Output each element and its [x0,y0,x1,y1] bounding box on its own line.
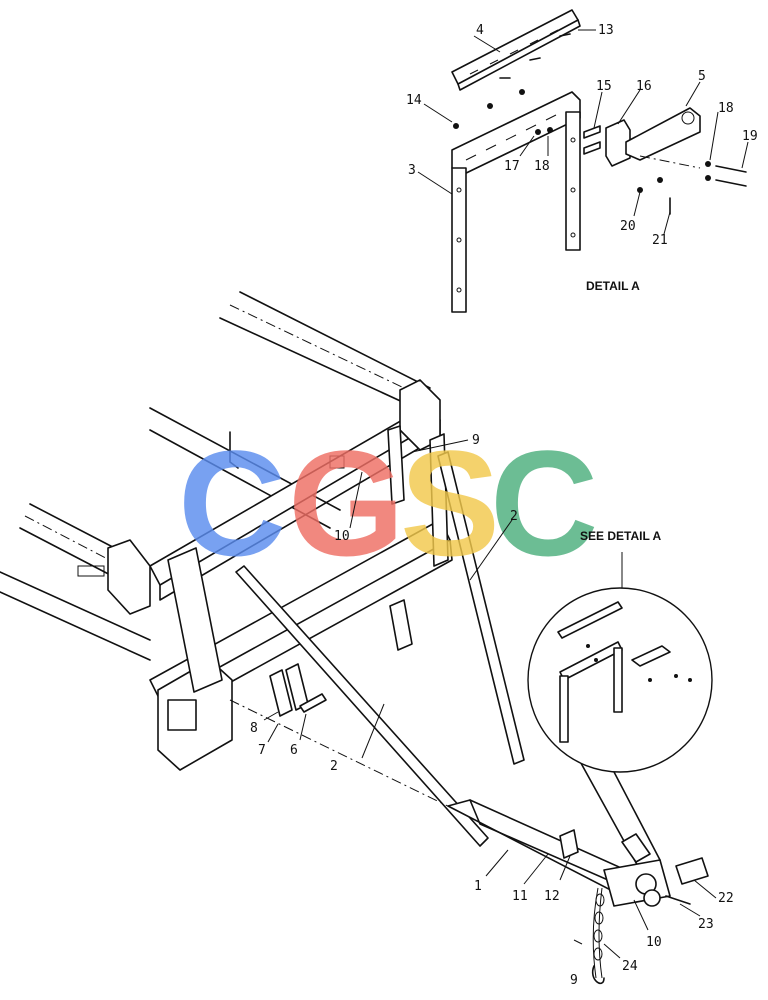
main-frame [0,291,453,771]
callout-15: 15 [596,79,612,94]
callout-24: 24 [622,959,638,974]
callout-2-left: 2 [330,759,338,774]
callout-12: 12 [544,889,560,904]
callout-3: 3 [408,163,416,178]
part-2-struts [235,451,525,847]
watermark-letter-c2: C [490,419,598,587]
callout-8: 8 [250,721,258,736]
hitch-pin-parts [665,857,709,905]
callout-13: 13 [598,23,614,38]
callout-17: 17 [504,159,520,174]
callout-20: 20 [620,219,636,234]
callout-numbers: 4 13 14 3 15 16 5 18 19 17 18 20 21 9 10… [250,23,758,988]
caption-detail-a: DETAIL A [586,279,640,293]
watermark-letter-g: G [288,419,405,587]
callout-11: 11 [512,889,528,904]
part-5-plate [625,107,701,169]
callout-2-right: 2 [510,509,518,524]
callout-19: 19 [742,129,758,144]
callout-23: 23 [698,917,714,932]
callout-7: 7 [258,743,266,758]
callout-5: 5 [698,69,706,84]
callout-16: 16 [636,79,652,94]
part-4-channel [451,9,581,91]
callout-9-bottom: 9 [570,973,578,988]
part-3-u-frame [451,91,581,313]
caption-see-detail-a: SEE DETAIL A [580,529,661,543]
callout-1: 1 [474,879,482,894]
detail-a-assembly [451,9,747,313]
callout-10-bottom: 10 [646,935,662,950]
callout-10-top: 10 [334,529,350,544]
callout-4: 4 [476,23,484,38]
cgsc-watermark: C G S C [178,419,598,587]
callout-21: 21 [652,233,668,248]
leader-lines [263,29,749,959]
callout-6: 6 [290,743,298,758]
callout-22: 22 [718,891,734,906]
part-15-16-pins [583,119,631,167]
part-24-safety-chain [591,887,605,984]
callout-18-right: 18 [718,101,734,116]
callout-18-left: 18 [534,159,550,174]
watermark-letter-s: S [400,419,500,587]
callout-14: 14 [406,93,422,108]
callout-9-top: 9 [472,433,480,448]
watermark-letter-c1: C [178,419,286,587]
see-detail-a-inset [527,552,713,773]
fasteners [453,33,747,215]
